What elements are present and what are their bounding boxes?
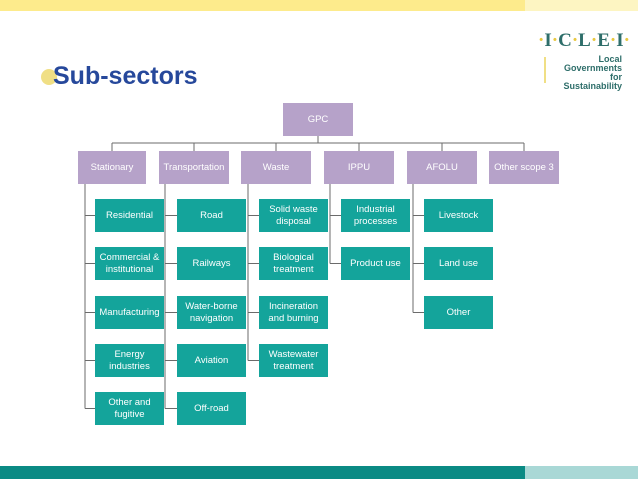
sub-sector-node: Road: [177, 199, 246, 232]
sector-node: AFOLU: [407, 151, 477, 184]
sub-sector-node: Railways: [177, 247, 246, 280]
sub-sector-node: Incineration and burning: [259, 296, 328, 329]
bottom-bar-accent: [525, 466, 638, 479]
bottom-color-bar: [0, 466, 638, 479]
sub-sector-node: Land use: [424, 247, 493, 280]
logo-tagline: Local Governments for Sustainability: [563, 54, 622, 91]
sector-node: IPPU: [324, 151, 394, 184]
sub-sector-node: Solid waste disposal: [259, 199, 328, 232]
sub-sector-node: Livestock: [424, 199, 493, 232]
sector-node: Stationary: [78, 151, 146, 184]
sub-sector-node: Industrial processes: [341, 199, 410, 232]
logo-divider: [544, 57, 546, 83]
sub-sector-node: Water-borne navigation: [177, 296, 246, 329]
sub-sector-node: Aviation: [177, 344, 246, 377]
sub-sector-node: Biological treatment: [259, 247, 328, 280]
top-bar-accent: [525, 0, 638, 11]
sub-sector-node: Commercial & institutional: [95, 247, 164, 280]
sub-sector-node: Energy industries: [95, 344, 164, 377]
title-bullet-icon: [41, 69, 57, 85]
logo-letters: ·I·C·L·E·I·: [538, 30, 630, 51]
sub-sector-node: Other and fugitive: [95, 392, 164, 425]
iclei-logo: ·I·C·L·E·I· Local Governments for Sustai…: [532, 25, 632, 91]
sector-node: Waste: [241, 151, 311, 184]
sector-node: Other scope 3: [489, 151, 559, 184]
sub-sector-node: Other: [424, 296, 493, 329]
page-title: Sub-sectors: [53, 62, 198, 90]
root-node-gpc: GPC: [283, 103, 353, 136]
sub-sector-node: Residential: [95, 199, 164, 232]
top-color-bar: [0, 0, 638, 11]
sector-node: Transportation: [159, 151, 229, 184]
sub-sector-node: Wastewater treatment: [259, 344, 328, 377]
sub-sector-node: Product use: [341, 247, 410, 280]
sub-sector-node: Manufacturing: [95, 296, 164, 329]
sub-sector-node: Off-road: [177, 392, 246, 425]
